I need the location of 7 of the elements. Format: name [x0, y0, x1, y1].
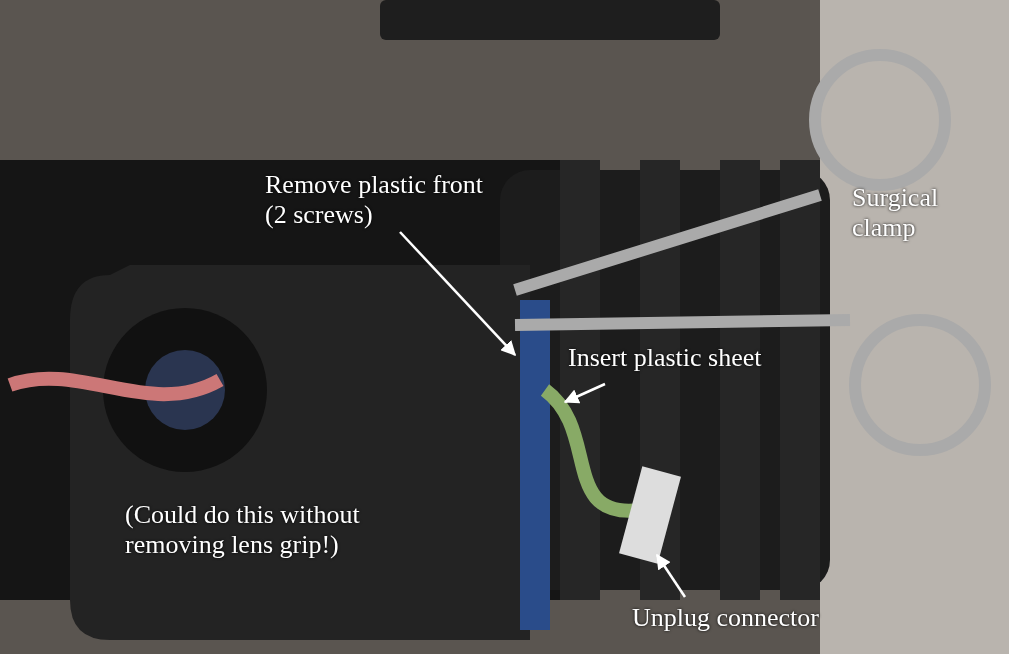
leader-line [399, 231, 516, 357]
leader-line [563, 382, 606, 404]
annotation-text: Surgical clamp [852, 183, 972, 243]
annotation-text: Remove plastic front (2 screws) [265, 170, 490, 230]
annotation-text: Unplug connector [632, 603, 882, 633]
annotation-text: (Could do this without removing lens grip!) [125, 500, 440, 560]
annotation-text: Insert plastic sheet [568, 343, 838, 373]
